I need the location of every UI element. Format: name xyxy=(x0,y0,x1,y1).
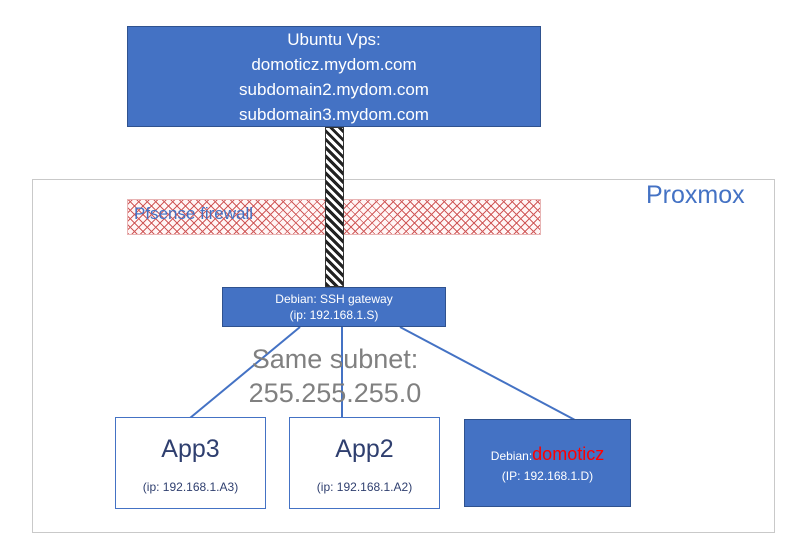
vps-domain-2: subdomain2.mydom.com xyxy=(239,79,429,99)
app3-node: App3 (ip: 192.168.1.A3) xyxy=(115,417,266,509)
domoticz-ip: (IP: 192.168.1.D) xyxy=(501,468,594,483)
subnet-mask: 255.255.255.0 xyxy=(248,378,422,408)
subnet-label: Same subnet: 255.255.255.0 xyxy=(235,342,435,410)
link-gateway-domoticz xyxy=(399,326,576,421)
app2-name: App2 xyxy=(335,435,394,463)
proxmox-frame xyxy=(32,179,775,533)
domoticz-title: Debian:domoticz xyxy=(491,444,604,465)
domoticz-name: domoticz xyxy=(532,443,605,464)
vps-domain-1: domoticz.mydom.com xyxy=(251,54,417,74)
ssh-gateway-node: Debian: SSH gateway (ip: 192.168.1.S) xyxy=(222,287,446,327)
app3-ip: (ip: 192.168.1.A3) xyxy=(142,480,239,494)
gateway-ip: (ip: 192.168.1.S) xyxy=(289,308,379,322)
ubuntu-vps-node: Ubuntu Vps: domoticz.mydom.com subdomain… xyxy=(127,26,541,127)
ssh-tunnel-link xyxy=(325,127,344,287)
subnet-line-1: Same subnet: xyxy=(251,344,419,374)
app2-ip: (ip: 192.168.1.A2) xyxy=(316,480,413,494)
domoticz-prefix: Debian: xyxy=(490,448,533,463)
app2-node: App2 (ip: 192.168.1.A2) xyxy=(289,417,440,509)
app3-name: App3 xyxy=(161,435,220,463)
gateway-title: Debian: SSH gateway xyxy=(275,292,393,306)
proxmox-label: Proxmox xyxy=(646,181,745,209)
firewall-label: Pfsense firewall xyxy=(134,204,254,223)
vps-title: Ubuntu Vps: xyxy=(287,29,381,49)
domoticz-node: Debian:domoticz (IP: 192.168.1.D) xyxy=(464,419,631,507)
link-gateway-app3 xyxy=(189,326,301,419)
vps-domain-3: subdomain3.mydom.com xyxy=(239,104,429,124)
